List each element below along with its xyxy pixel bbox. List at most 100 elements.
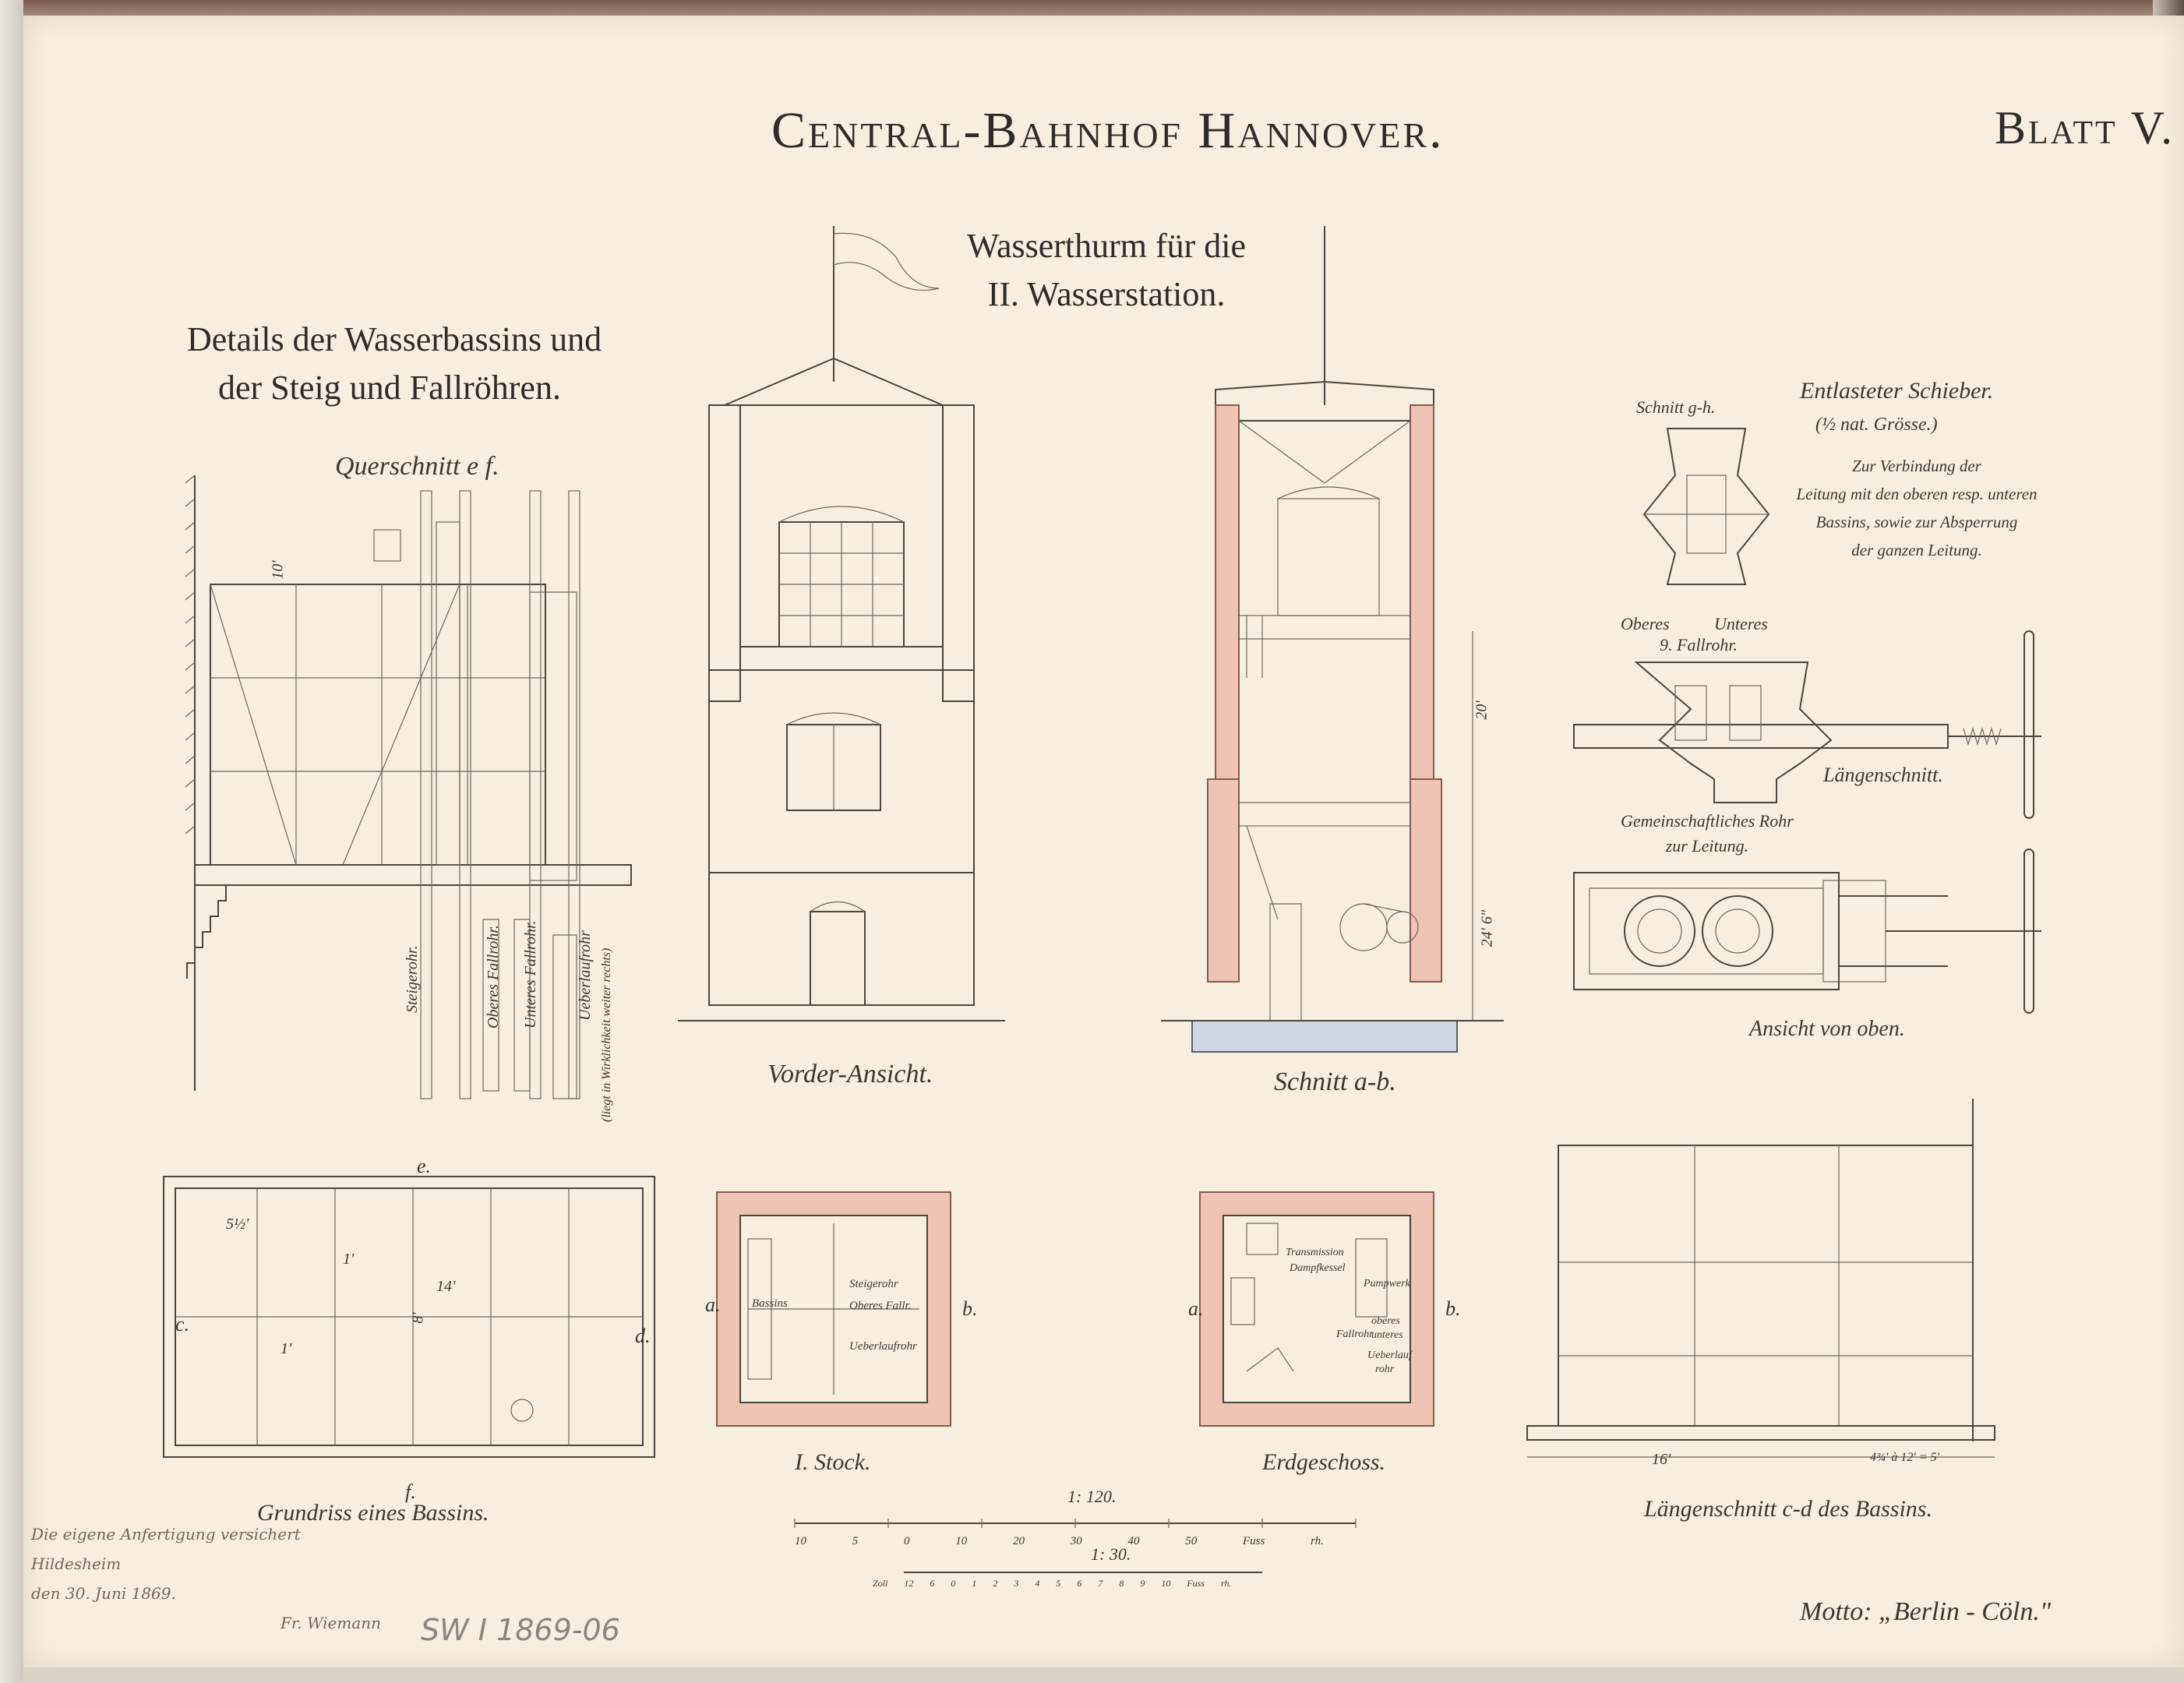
basin-plan-caption: Grundriss eines Bassins. <box>257 1500 489 1526</box>
basin-dim-4: 8' <box>409 1312 427 1324</box>
detail-tick-5: 2 <box>993 1578 998 1589</box>
left-page-edge <box>0 0 23 1683</box>
letter-d: d. <box>635 1325 651 1347</box>
cross-section-label: Querschnitt e f. <box>335 452 499 481</box>
handwritten-note-line4: Fr. Wiemann <box>280 1614 382 1632</box>
basin-section-dim-2: 4¾' à 12' = 5' <box>1870 1451 1940 1464</box>
front-view-caption: Vorder-Ansicht. <box>767 1060 933 1088</box>
detail-tick-3: 0 <box>951 1578 956 1589</box>
basin-dim-5: 1' <box>280 1340 292 1357</box>
main-scale-ticks: 10 5 0 10 20 30 40 50 Fuss rh. <box>795 1535 1324 1548</box>
motto: Motto: „Berlin - Cöln." <box>1800 1597 2052 1626</box>
basin-long-section-drawing <box>1526 1099 1995 1458</box>
sheet-title: Central-Bahnhof Hannover. <box>771 102 1445 159</box>
ground-label-pump: Pumpwerk <box>1364 1278 1410 1290</box>
first-floor-caption: I. Stock. <box>795 1449 871 1475</box>
valve-desc-line2: Leitung mit den oberen resp. unteren <box>1796 485 2038 503</box>
handwritten-note-line2: Hildesheim <box>31 1554 122 1573</box>
main-tick-8: 50 Fuss rh. <box>1185 1535 1324 1547</box>
main-scale-label: 1: 120. <box>1067 1487 1117 1506</box>
detail-scale-label: 1: 30. <box>1091 1544 1131 1564</box>
section-lower-dimension: 24' 6" <box>1478 909 1496 947</box>
valve-top-view-caption: Ansicht von oben. <box>1749 1017 1905 1041</box>
ground-letter-b: b. <box>1445 1297 1461 1320</box>
detail-tick-8: 5 <box>1056 1578 1061 1589</box>
front-elevation-drawing <box>678 226 1005 1021</box>
letter-f: f. <box>405 1480 416 1503</box>
main-tick-2: 5 <box>852 1535 859 1547</box>
pipe-label-overflow: Ueberlaufrohr <box>577 930 594 1021</box>
handwritten-note-line1: Die eigene Anfertigung versichert <box>31 1525 301 1544</box>
drawing-sheet: Central-Bahnhof Hannover. Blatt V. Wasse… <box>23 16 2184 1667</box>
main-tick-3: 0 <box>904 1535 910 1547</box>
ground-letter-a: a. <box>1188 1297 1204 1320</box>
floor1-letter-a: a. <box>705 1293 721 1316</box>
pipe-label-upper-fall: Oberes Fallrohr. <box>485 925 502 1028</box>
valve-desc-line3: Bassins, sowie zur Absperrung <box>1815 513 2018 531</box>
ground-label-lower: unteres <box>1371 1329 1403 1341</box>
valve-common-pipe: Gemeinschaftliches Rohr zur Leitung. <box>1621 809 1794 859</box>
basin-section-dim-1: 16' <box>1652 1451 1671 1468</box>
detail-tick-1: Zoll 12 <box>873 1578 914 1589</box>
ground-label-overflow: Ueberlauf <box>1367 1350 1412 1361</box>
main-tick-7: 40 <box>1127 1535 1140 1547</box>
ground-label-transmission: Transmission <box>1286 1247 1344 1258</box>
letter-c: c. <box>175 1313 190 1335</box>
main-tick-1: 10 <box>795 1535 806 1547</box>
floor1-label-overflow: Ueberlaufrohr <box>849 1340 917 1353</box>
detail-tick-12: 9 <box>1140 1578 1145 1589</box>
floor1-label-upper-fall: Oberes Fallr. <box>849 1300 912 1312</box>
height-dimension: 10' <box>269 560 287 580</box>
section-total-dimension: 20' <box>1473 700 1491 720</box>
sheet-number: Blatt V. <box>1995 102 2175 153</box>
tower-heading-line2: II. Wasserstation. <box>987 275 1226 313</box>
valve-common-pipe-line1: Gemeinschaftliches Rohr <box>1621 811 1794 831</box>
cross-section-drawing <box>185 475 632 1099</box>
floor1-letter-b: b. <box>962 1297 978 1320</box>
valve-lower-label: Unteres <box>1714 614 1768 633</box>
basin-plan-drawing <box>163 1176 655 1458</box>
basin-dim-2: 1' <box>343 1251 355 1268</box>
valve-upper-label: Oberes <box>1621 614 1670 633</box>
ground-label-pipe: rohr <box>1375 1364 1395 1375</box>
valve-title: Entlasteter Schieber. <box>1800 378 1994 404</box>
letter-e: e. <box>417 1155 432 1177</box>
valve-fall-label: 9. Fallrohr. <box>1660 635 1738 654</box>
valve-desc-line1: Zur Verbindung der <box>1852 457 1981 475</box>
detail-tick-7: 4 <box>1035 1578 1040 1589</box>
valve-description: Zur Verbindung der Leitung mit den obere… <box>1776 452 2057 564</box>
handwritten-note: Die eigene Anfertigung versichert Hildes… <box>31 1519 381 1638</box>
valve-long-section-drawing <box>1573 630 2041 819</box>
valve-section-label: Schnitt g-h. <box>1636 397 1716 417</box>
valve-section-gh-drawing <box>1642 428 1770 585</box>
detail-tick-13: 10 Fuss rh. <box>1161 1578 1232 1589</box>
valve-top-view-drawing <box>1573 849 2041 1014</box>
details-heading: Details der Wasserbassins und der Steig … <box>187 316 602 412</box>
ground-floor-caption: Erdgeschoss. <box>1262 1449 1386 1475</box>
main-tick-5: 20 <box>1013 1535 1025 1547</box>
ground-label-upper: oberes <box>1371 1315 1400 1327</box>
detail-scale-bar <box>904 1572 1262 1573</box>
ground-floor-plan-drawing <box>1199 1191 1434 1427</box>
valve-long-section-caption: Längenschnitt. <box>1823 764 1943 786</box>
detail-tick-6: 3 <box>1014 1578 1019 1589</box>
tower-heading-line1: Wasserthurm für die <box>966 227 1247 265</box>
basin-dim-3: 14' <box>436 1278 456 1295</box>
basin-dim-1: 5½' <box>226 1216 249 1233</box>
detail-tick-10: 7 <box>1098 1578 1103 1589</box>
ground-label-fall: Fallrohr <box>1336 1328 1374 1340</box>
floor1-label-bassins: Bassins <box>752 1297 788 1310</box>
pipe-label-riser: Steigerohr. <box>404 945 421 1013</box>
valve-desc-line4: der ganzen Leitung. <box>1851 541 1982 559</box>
section-view-caption: Schnitt a-b. <box>1274 1067 1396 1096</box>
overflow-note: (liegt in Wirklichkeit weiter rechts) <box>600 947 613 1122</box>
tower-heading: Wasserthurm für die II. Wasserstation. <box>943 222 1270 319</box>
pipe-label-lower-fall: Unteres Fallrohr. <box>522 920 539 1028</box>
details-heading-line1: Details der Wasserbassins und <box>187 320 602 358</box>
detail-tick-4: 1 <box>972 1578 977 1589</box>
ground-label-boiler: Dampfkessel <box>1290 1262 1346 1274</box>
details-heading-line2: der Steig und Fallröhren. <box>218 369 561 407</box>
floor1-label-riser: Steigerohr <box>849 1278 898 1290</box>
detail-scale-ticks: Zoll 12 6 0 1 2 3 4 5 6 7 8 9 10 Fuss rh… <box>873 1578 1231 1590</box>
basin-long-section-caption: Längenschnitt c-d des Bassins. <box>1644 1496 1932 1522</box>
